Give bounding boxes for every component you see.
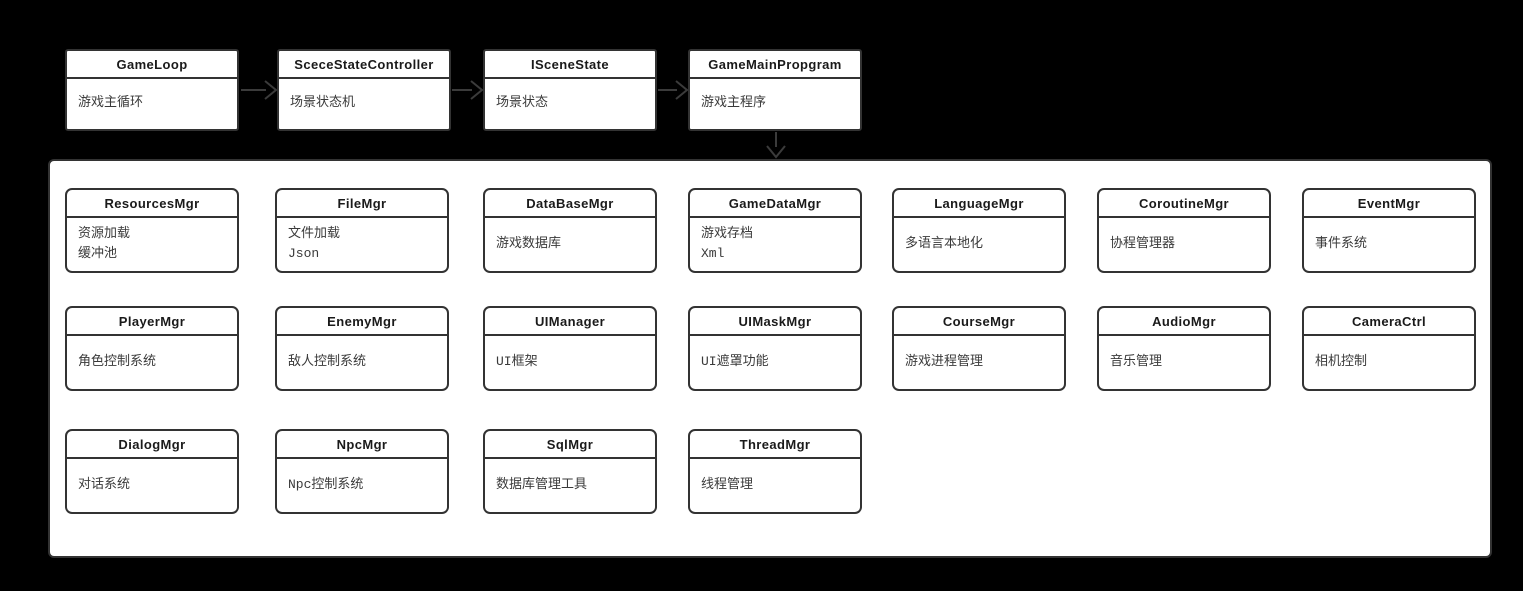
node-body: 游戏主循环 xyxy=(78,95,144,110)
manager-title: AudioMgr xyxy=(1099,308,1269,336)
manager-title: SqlMgr xyxy=(485,431,655,459)
manager-title: CameraCtrl xyxy=(1304,308,1474,336)
node-title: SceceStateController xyxy=(279,51,449,79)
manager-title: GameDataMgr xyxy=(690,190,860,218)
manager-filemgr: FileMgr 文件加载 Json xyxy=(275,188,449,273)
manager-uimaskmgr: UIMaskMgr UI遮罩功能 xyxy=(688,306,862,391)
manager-audiomgr: AudioMgr 音乐管理 xyxy=(1097,306,1271,391)
manager-coroutinemgr: CoroutineMgr 协程管理器 xyxy=(1097,188,1271,273)
manager-body: UI遮罩功能 xyxy=(701,353,769,369)
manager-title: FileMgr xyxy=(277,190,447,218)
manager-body: 线程管理 xyxy=(701,476,754,492)
manager-body: UI框架 xyxy=(496,353,538,369)
manager-eventmgr: EventMgr 事件系统 xyxy=(1302,188,1476,273)
arrow-scecestatecontroller-to-iscenestate xyxy=(452,80,484,100)
manager-body: 协程管理器 xyxy=(1110,235,1176,251)
manager-title: CoroutineMgr xyxy=(1099,190,1269,218)
manager-body: 相机控制 xyxy=(1315,353,1368,369)
arrow-gameloop-to-scecestatecontroller xyxy=(241,80,278,100)
manager-body: 资源加载 缓冲池 xyxy=(78,225,131,261)
arrow-gamemainpropgram-to-managers xyxy=(766,132,786,159)
node-gameloop: GameLoop 游戏主循环 xyxy=(65,49,239,131)
node-iscenestate: ISceneState 场景状态 xyxy=(483,49,657,131)
manager-body: Npc控制系统 xyxy=(288,476,364,492)
node-gamemainpropgram: GameMainPropgram 游戏主程序 xyxy=(688,49,862,131)
arrow-iscenestate-to-gamemainpropgram xyxy=(658,80,689,100)
manager-title: UIManager xyxy=(485,308,655,336)
manager-title: NpcMgr xyxy=(277,431,447,459)
manager-body: 对话系统 xyxy=(78,476,131,492)
node-title: GameLoop xyxy=(67,51,237,79)
node-body: 场景状态 xyxy=(496,95,549,110)
manager-gamedatamgr: GameDataMgr 游戏存档 Xml xyxy=(688,188,862,273)
manager-cameractrl: CameraCtrl 相机控制 xyxy=(1302,306,1476,391)
manager-body: 敌人控制系统 xyxy=(288,353,367,369)
manager-body: 游戏数据库 xyxy=(496,235,562,251)
manager-sqlmgr: SqlMgr 数据库管理工具 xyxy=(483,429,657,514)
manager-title: PlayerMgr xyxy=(67,308,237,336)
manager-dialogmgr: DialogMgr 对话系统 xyxy=(65,429,239,514)
manager-playermgr: PlayerMgr 角色控制系统 xyxy=(65,306,239,391)
node-title: ISceneState xyxy=(485,51,655,79)
manager-title: LanguageMgr xyxy=(894,190,1064,218)
manager-title: EventMgr xyxy=(1304,190,1474,218)
manager-title: UIMaskMgr xyxy=(690,308,860,336)
node-body: 游戏主程序 xyxy=(701,95,767,110)
manager-title: DialogMgr xyxy=(67,431,237,459)
node-body: 场景状态机 xyxy=(290,95,356,110)
manager-npcmgr: NpcMgr Npc控制系统 xyxy=(275,429,449,514)
manager-body: 文件加载 Json xyxy=(288,225,341,261)
manager-title: ThreadMgr xyxy=(690,431,860,459)
manager-databasemgr: DataBaseMgr 游戏数据库 xyxy=(483,188,657,273)
managers-container: ResourcesMgr 资源加载 缓冲池 FileMgr 文件加载 Json … xyxy=(48,159,1492,558)
manager-body: 游戏存档 Xml xyxy=(701,225,754,261)
manager-languagemgr: LanguageMgr 多语言本地化 xyxy=(892,188,1066,273)
manager-body: 事件系统 xyxy=(1315,235,1368,251)
manager-threadmgr: ThreadMgr 线程管理 xyxy=(688,429,862,514)
manager-body: 游戏进程管理 xyxy=(905,353,984,369)
manager-coursemgr: CourseMgr 游戏进程管理 xyxy=(892,306,1066,391)
manager-title: DataBaseMgr xyxy=(485,190,655,218)
manager-resourcesmgr: ResourcesMgr 资源加载 缓冲池 xyxy=(65,188,239,273)
manager-title: EnemyMgr xyxy=(277,308,447,336)
manager-uimanager: UIManager UI框架 xyxy=(483,306,657,391)
manager-title: CourseMgr xyxy=(894,308,1064,336)
manager-body: 角色控制系统 xyxy=(78,353,157,369)
manager-body: 音乐管理 xyxy=(1110,353,1163,369)
manager-body: 多语言本地化 xyxy=(905,235,984,251)
node-title: GameMainPropgram xyxy=(690,51,860,79)
node-scecestatecontroller: SceceStateController 场景状态机 xyxy=(277,49,451,131)
manager-enemymgr: EnemyMgr 敌人控制系统 xyxy=(275,306,449,391)
manager-title: ResourcesMgr xyxy=(67,190,237,218)
manager-body: 数据库管理工具 xyxy=(496,476,588,492)
